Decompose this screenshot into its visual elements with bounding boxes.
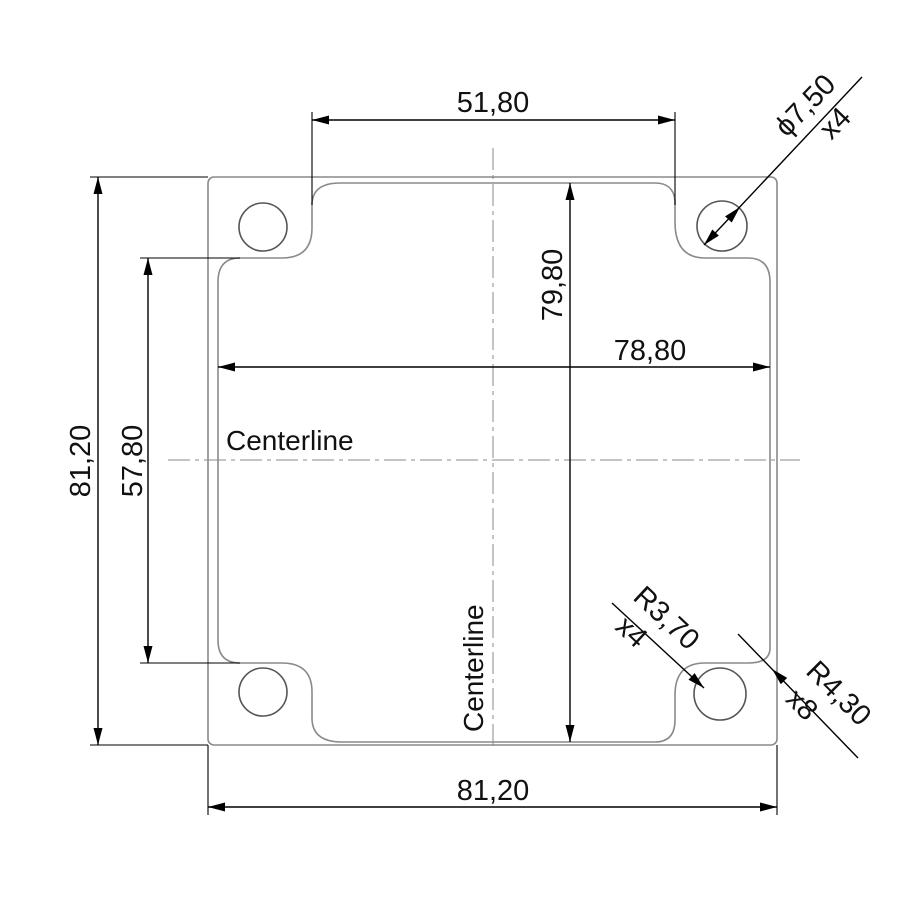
dimension-inner-height: 79,80: [537, 183, 575, 742]
dimension-outer-height-label: 81,20: [65, 425, 97, 498]
dimension-outer-width-label: 81,20: [457, 775, 530, 807]
centerline-vertical-label: Centerline: [458, 604, 489, 732]
dimension-outer-width: 81,20: [207, 745, 778, 815]
mounting-hole-top-left: [238, 202, 288, 252]
inner-cavity-outline: [217, 182, 771, 743]
centerline-horizontal-label: Centerline: [226, 425, 354, 456]
callout-radius-inner: R3,70 x4: [609, 580, 708, 692]
callout-radius-outer: R4,30 x8: [737, 633, 877, 759]
mounting-hole-bottom-left: [238, 667, 288, 717]
mounting-hole-bottom-right: [693, 667, 747, 721]
dimension-flange-height: 57,80: [117, 257, 240, 664]
dimension-inner-width: 78,80: [218, 335, 770, 372]
dimension-top-width-label: 51,80: [457, 87, 530, 119]
mounting-hole-top-right: [696, 200, 748, 252]
callout-hole-diameter: ϕ7,50 x4: [700, 68, 863, 249]
dimension-inner-width-label: 78,80: [614, 335, 687, 367]
dimension-flange-height-label: 57,80: [117, 425, 149, 498]
dimension-top-width: 51,80: [311, 87, 676, 205]
dimension-inner-height-label: 79,80: [537, 249, 569, 322]
dimension-outer-height: 81,20: [65, 176, 208, 746]
